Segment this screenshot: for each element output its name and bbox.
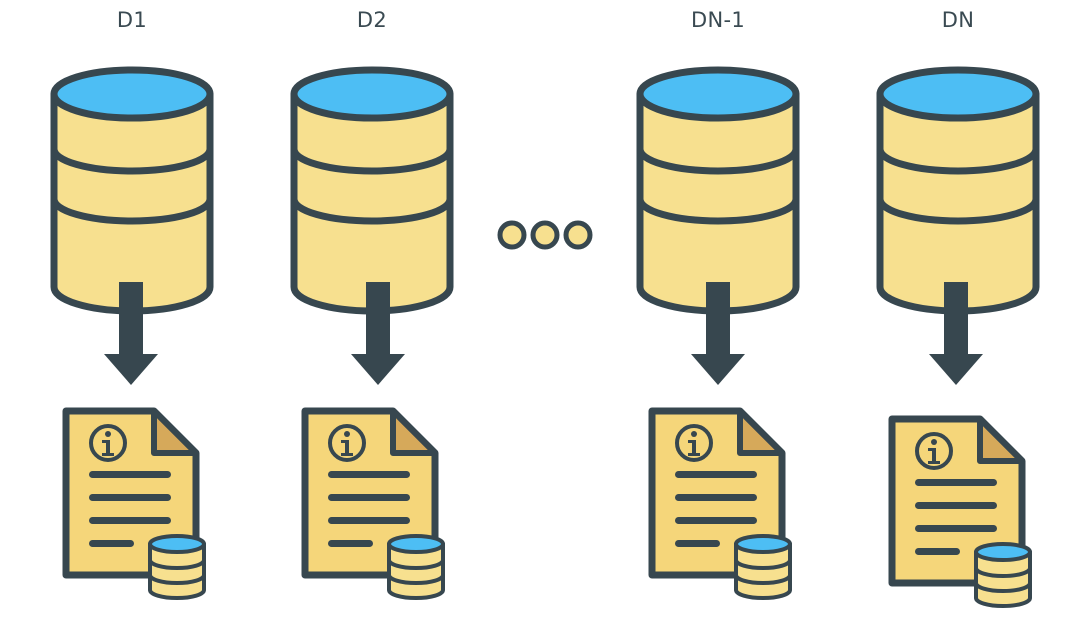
metadata-document-icon-dn-1 bbox=[652, 411, 790, 598]
database-icon-dn-1 bbox=[640, 70, 796, 311]
label-d2: D2 bbox=[356, 8, 388, 32]
label-dn-1: DN-1 bbox=[690, 8, 746, 32]
metadata-document-icon-dn bbox=[892, 419, 1030, 606]
label-d1: D1 bbox=[116, 8, 148, 32]
database-icon-dn bbox=[880, 70, 1036, 311]
database-icon-d1 bbox=[54, 70, 210, 311]
metadata-document-icon-d1 bbox=[66, 411, 204, 598]
metadata-document-icon-d2 bbox=[305, 411, 443, 598]
database-icon-d2 bbox=[294, 70, 450, 311]
ellipsis-icon bbox=[497, 220, 593, 250]
label-dn: DN bbox=[941, 8, 975, 32]
